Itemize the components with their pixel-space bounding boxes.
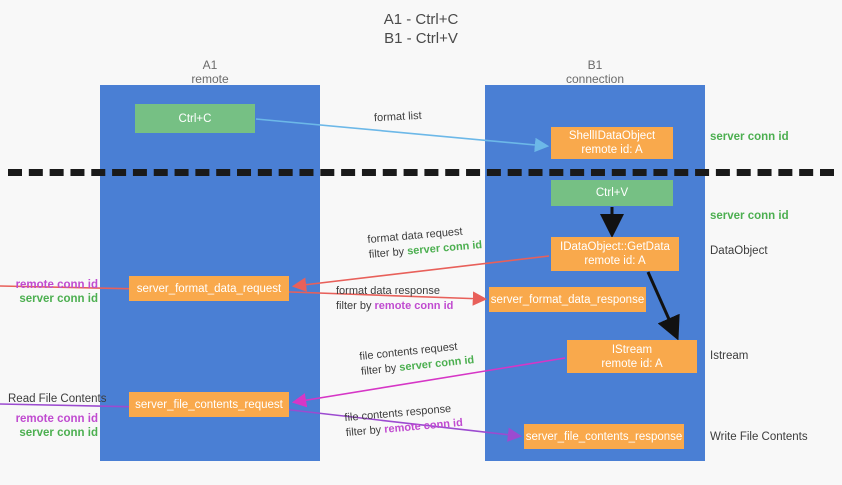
right-label-istream: Istream [710,350,749,362]
left-label-group-file: remote conn id server conn id [8,412,98,440]
filter-prefix: filter by [345,423,385,440]
title-line-1: A1 - Ctrl+C [383,11,459,28]
filter-prefix: filter by [336,300,375,312]
node-server-file-contents-request-label: server_file_contents_request [135,398,283,411]
node-server-file-contents-request[interactable]: server_file_contents_request [129,392,289,417]
left-label-group-format: remote conn id server conn id [8,278,98,306]
edge-label-file-contents-request: file contents request filter by server c… [359,338,475,380]
node-istream-line2: remote id: A [601,357,663,370]
node-idataobject-getdata-line2: remote id: A [584,255,646,267]
left-label-server-conn-id-1: server conn id [19,293,98,305]
edge-label-format-list-line1: format list [373,109,422,125]
lane-b1-name: B1 [587,58,603,72]
edge-label-format-data-response: format data response filter by remote co… [336,284,453,314]
phase-divider [8,169,834,176]
node-server-format-data-request-label: server_format_data_request [136,282,282,295]
node-server-format-data-response-label: server_format_data_response [490,293,645,306]
edge-label-format-data-response-filter: filter by remote conn id [336,299,453,314]
node-server-file-contents-response[interactable]: server_file_contents_response [524,424,684,449]
node-shell-idataobject-line2: remote id: A [581,144,643,156]
node-idataobject-getdata-line1: IDataObject::GetData [560,241,670,253]
filter-prefix: filter by [360,361,400,378]
node-istream[interactable]: IStream remote id: A [567,340,697,373]
node-server-format-data-request[interactable]: server_format_data_request [129,276,289,301]
edge-label-format-list: format list [374,109,422,126]
edge-label-format-data-response-line1: format data response [336,285,440,297]
lane-b1-subtitle: connection [565,72,625,86]
lane-a1-subtitle: remote [191,72,229,86]
title-line-2: B1 - Ctrl+V [384,30,458,47]
edge-label-format-data-request: format data request filter by server con… [367,223,483,263]
page-title: A1 - Ctrl+C B1 - Ctrl+V [0,10,842,48]
node-server-file-contents-response-label: server_file_contents_response [525,430,683,443]
lane-header-b1: B1 connection [485,58,705,86]
right-label-write-file-contents: Write File Contents [710,431,808,443]
node-server-format-data-response[interactable]: server_format_data_response [489,287,646,312]
node-shell-idataobject[interactable]: ShellIDataObject remote id: A [551,127,673,159]
right-label-server-conn-id-1: server conn id [710,131,789,143]
node-ctrl-v-label: Ctrl+V [595,187,629,199]
filter-value-remote-conn-id: remote conn id [374,300,454,312]
node-idataobject-getdata[interactable]: IDataObject::GetData remote id: A [551,237,679,271]
lane-header-a1: A1 remote [100,58,320,86]
node-ctrl-c[interactable]: Ctrl+C [135,104,255,133]
node-istream-line1: IStream [611,343,653,356]
left-label-remote-conn-id-2: remote conn id [15,413,98,425]
node-ctrl-v[interactable]: Ctrl+V [551,180,673,206]
filter-prefix: filter by [368,245,408,261]
left-label-server-conn-id-2: server conn id [19,427,98,439]
node-shell-idataobject-line1: ShellIDataObject [568,130,656,142]
right-label-data-object: DataObject [710,245,768,257]
right-label-server-conn-id-2: server conn id [710,210,789,222]
edge-label-file-contents-response: file contents response filter by remote … [344,401,464,441]
left-label-read-file-contents: Read File Contents [8,393,107,405]
left-label-remote-conn-id-1: remote conn id [15,279,98,291]
node-ctrl-c-label: Ctrl+C [178,112,212,125]
lane-a1-name: A1 [202,58,218,72]
